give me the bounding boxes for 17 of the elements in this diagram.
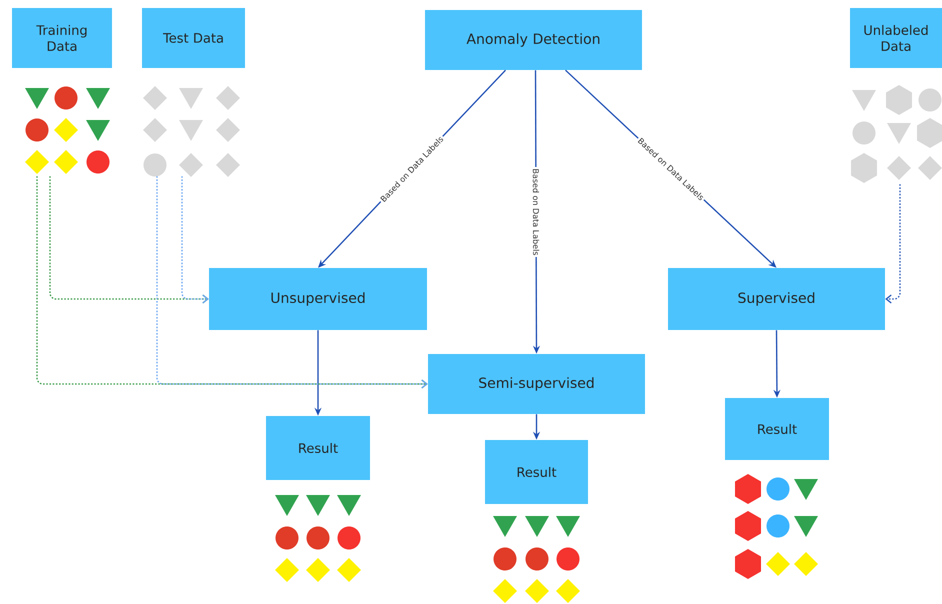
arrow bbox=[156, 176, 428, 388]
process-box: Anomaly Detection bbox=[425, 10, 642, 70]
process-box: Result bbox=[725, 398, 829, 460]
shape-grid-drawing bbox=[25, 86, 110, 174]
shape-grid-drawing bbox=[143, 86, 240, 177]
shape-grid-drawing bbox=[851, 85, 942, 183]
process-box: Training Data bbox=[12, 8, 112, 68]
process-box: Supervised bbox=[668, 268, 885, 330]
process-box: Test Data bbox=[142, 8, 245, 68]
edge-label: Based on Data Labels bbox=[531, 166, 541, 257]
process-box: Result bbox=[266, 416, 370, 480]
process-box: Unlabeled Data bbox=[850, 8, 942, 68]
arrow bbox=[885, 184, 901, 304]
arrow bbox=[181, 176, 209, 304]
process-box: Unsupervised bbox=[209, 268, 427, 330]
process-box: Semi-supervised bbox=[428, 354, 645, 414]
process-box: Result bbox=[485, 440, 588, 504]
